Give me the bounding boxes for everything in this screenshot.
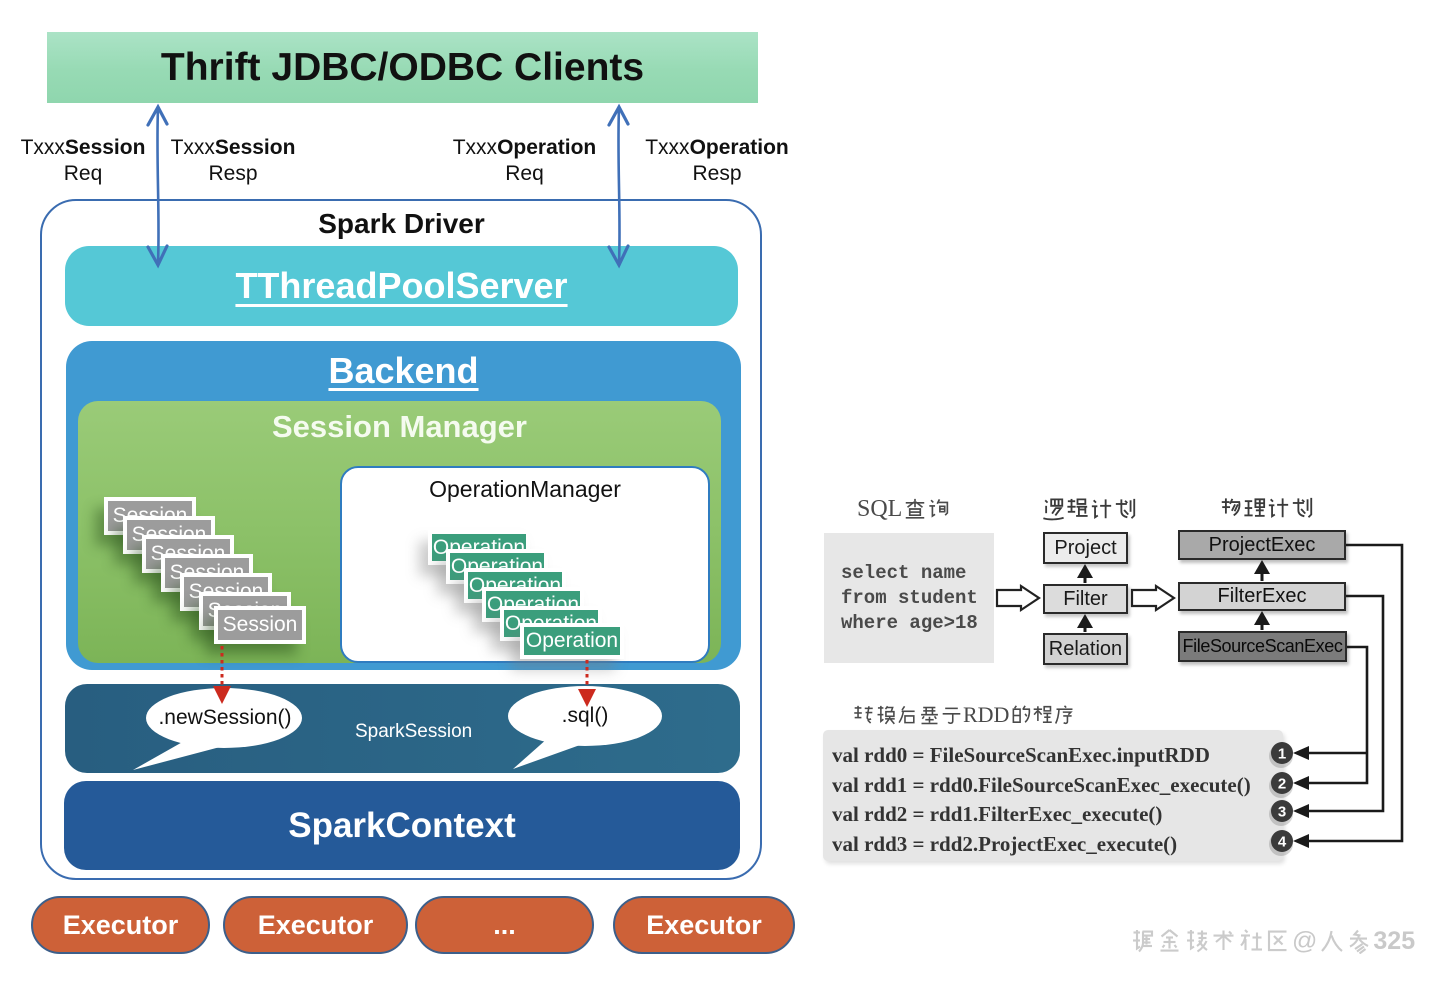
svg-text:4: 4: [1278, 834, 1287, 851]
svg-text:2: 2: [1278, 776, 1286, 793]
svg-text:1: 1: [1278, 746, 1286, 763]
svg-text:3: 3: [1278, 804, 1286, 821]
